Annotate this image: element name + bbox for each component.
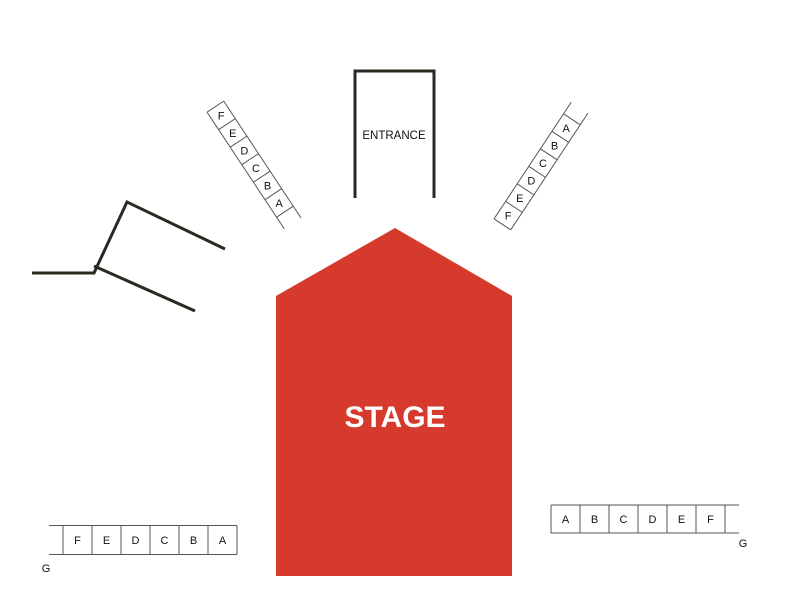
row-label-d: D bbox=[649, 514, 657, 526]
row-g-label-right: G bbox=[739, 538, 748, 550]
row-label-d: D bbox=[132, 535, 140, 547]
row-label-b: B bbox=[190, 535, 197, 547]
row-label-f: F bbox=[707, 514, 714, 526]
row-label-b: B bbox=[551, 141, 558, 153]
stage-label: STAGE bbox=[344, 401, 445, 434]
row-label-a: A bbox=[562, 123, 570, 135]
row-label-c: C bbox=[161, 535, 169, 547]
row-label-d: D bbox=[527, 176, 535, 188]
row-label-a: A bbox=[275, 198, 283, 210]
row-label-c: C bbox=[252, 163, 260, 175]
stage-shape[interactable] bbox=[276, 228, 512, 576]
row-label-a: A bbox=[562, 514, 570, 526]
entrance-walls bbox=[353, 69, 436, 198]
row-label-f: F bbox=[505, 211, 512, 223]
left-wall-branch bbox=[93, 264, 196, 313]
row-label-f: F bbox=[74, 535, 81, 547]
row-label-c: C bbox=[620, 514, 628, 526]
row-label-a: A bbox=[219, 535, 227, 547]
row-label-e: E bbox=[678, 514, 685, 526]
row-label-b: B bbox=[264, 180, 271, 192]
entrance-label: ENTRANCE bbox=[362, 130, 426, 142]
section-bottom-right: A B C D E F bbox=[550, 504, 739, 534]
row-g-label-left: G bbox=[42, 563, 51, 575]
row-label-c: C bbox=[539, 158, 547, 170]
row-label-e: E bbox=[229, 128, 236, 140]
row-label-e: E bbox=[516, 193, 523, 205]
row-label-f: F bbox=[218, 110, 225, 122]
row-label-b: B bbox=[591, 514, 598, 526]
row-label-e: E bbox=[103, 535, 110, 547]
left-wall bbox=[32, 199, 226, 275]
row-label-d: D bbox=[240, 145, 248, 157]
